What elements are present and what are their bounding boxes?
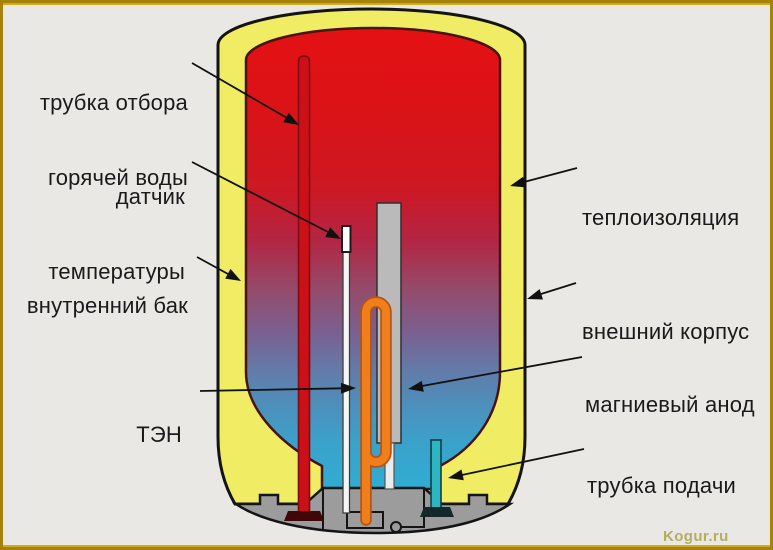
arrow-insulation: [510, 167, 578, 188]
inner-tank-shape: [244, 26, 502, 491]
watermark-text: Kogur.ru: [663, 528, 729, 545]
cold-pipe-flange: [420, 507, 454, 517]
hot-pipe-flange: [284, 511, 324, 521]
label-outer-case: внешний корпус: [582, 319, 750, 344]
heating-element-shape: [362, 298, 390, 524]
arrow-anode: [408, 356, 583, 392]
arrow-inner-tank: [196, 256, 241, 281]
base-detail-line-right: [401, 489, 425, 528]
arrow-temperature-sensor: [191, 161, 341, 239]
arrow-outer-case: [527, 282, 577, 300]
temperature-sensor-cap: [341, 225, 352, 253]
frame-highlight-bottom: [3, 545, 770, 547]
temperature-sensor-tube: [342, 249, 351, 514]
leader-arrows: [191, 62, 585, 481]
label-inner-tank: внутренний бак: [26, 293, 188, 318]
label-insulation: теплоизоляция: [582, 205, 740, 230]
arrow-cold-water-pipe: [448, 448, 585, 481]
label-anode: магниевый анод: [585, 392, 755, 417]
arrow-heater: [199, 382, 356, 394]
arrow-hot-water-pipe: [191, 62, 299, 125]
cold-water-pipe-shape: [430, 439, 442, 514]
label-cold-water-pipe: трубка подачи холодной воды: [587, 473, 744, 550]
hot-water-pipe-shape: [297, 55, 311, 519]
base-bolt-circle: [390, 521, 402, 533]
frame-highlight-top: [3, 3, 770, 5]
label-heater: ТЭН: [136, 422, 182, 447]
base-mount-shape: [231, 486, 515, 535]
label-hot-water-pipe: трубка отбора горячей воды: [39, 90, 188, 190]
label-temperature-sensor: датчик температуры: [48, 184, 185, 284]
